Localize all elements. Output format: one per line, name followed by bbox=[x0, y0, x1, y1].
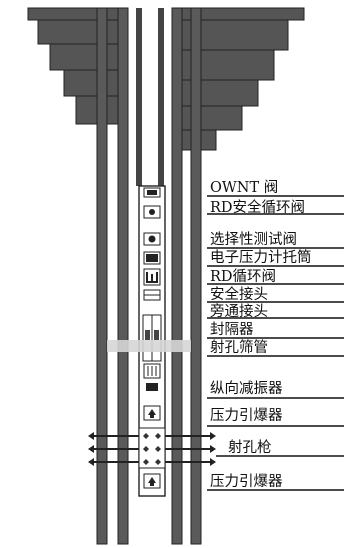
shock-absorber-component bbox=[146, 383, 158, 391]
rd-circulation-valve-component bbox=[143, 268, 161, 286]
pressure-firing-head-lower-component bbox=[143, 473, 161, 489]
safety-joint-component bbox=[143, 289, 161, 301]
label-rd-circulation-valve: RD循环阀 bbox=[210, 268, 276, 285]
tubing-right-wall bbox=[158, 8, 164, 186]
label-safety-joint: 安全接头 bbox=[210, 285, 268, 303]
label-pressure-firing-head-upper: 压力引爆器 bbox=[210, 407, 283, 424]
rd-safety-circulation-valve-component bbox=[143, 205, 161, 219]
perforating-gun-component bbox=[88, 427, 216, 469]
label-longitudinal-shock-absorber: 纵向减振器 bbox=[210, 380, 283, 397]
packer-component bbox=[142, 314, 162, 362]
inner-casing-left bbox=[117, 7, 129, 545]
label-leader-lines bbox=[207, 195, 344, 491]
wellhead-left bbox=[27, 7, 125, 125]
outer-casing-left bbox=[96, 7, 108, 545]
label-perforated-screen-pipe: 射孔筛管 bbox=[210, 339, 268, 356]
label-selective-test-valve: 选择性测试阀 bbox=[210, 231, 297, 248]
outer-casing-right bbox=[190, 7, 202, 545]
label-pressure-firing-head-lower: 压力引爆器 bbox=[210, 473, 283, 490]
electronic-gauge-carrier-component bbox=[143, 251, 161, 265]
selective-test-valve-component bbox=[143, 232, 161, 246]
label-rd-safety-circulation-valve: RD安全循环阀 bbox=[210, 198, 305, 216]
tubing-left-wall bbox=[136, 8, 142, 186]
ownt-valve-component bbox=[143, 187, 161, 198]
label-perforating-gun: 射孔枪 bbox=[228, 439, 272, 456]
label-ownt-valve: OWNT 阀 bbox=[210, 179, 278, 196]
perforated-screen-pipe-component bbox=[143, 363, 161, 379]
inner-casing-right bbox=[171, 7, 183, 545]
pressure-firing-head-upper-component bbox=[143, 405, 161, 421]
label-bypass-joint: 旁通接头 bbox=[210, 303, 268, 320]
label-electronic-gauge-carrier: 电子压力计托筒 bbox=[210, 249, 312, 266]
label-packer: 封隔器 bbox=[210, 321, 254, 338]
packer-seal-band bbox=[107, 340, 191, 352]
